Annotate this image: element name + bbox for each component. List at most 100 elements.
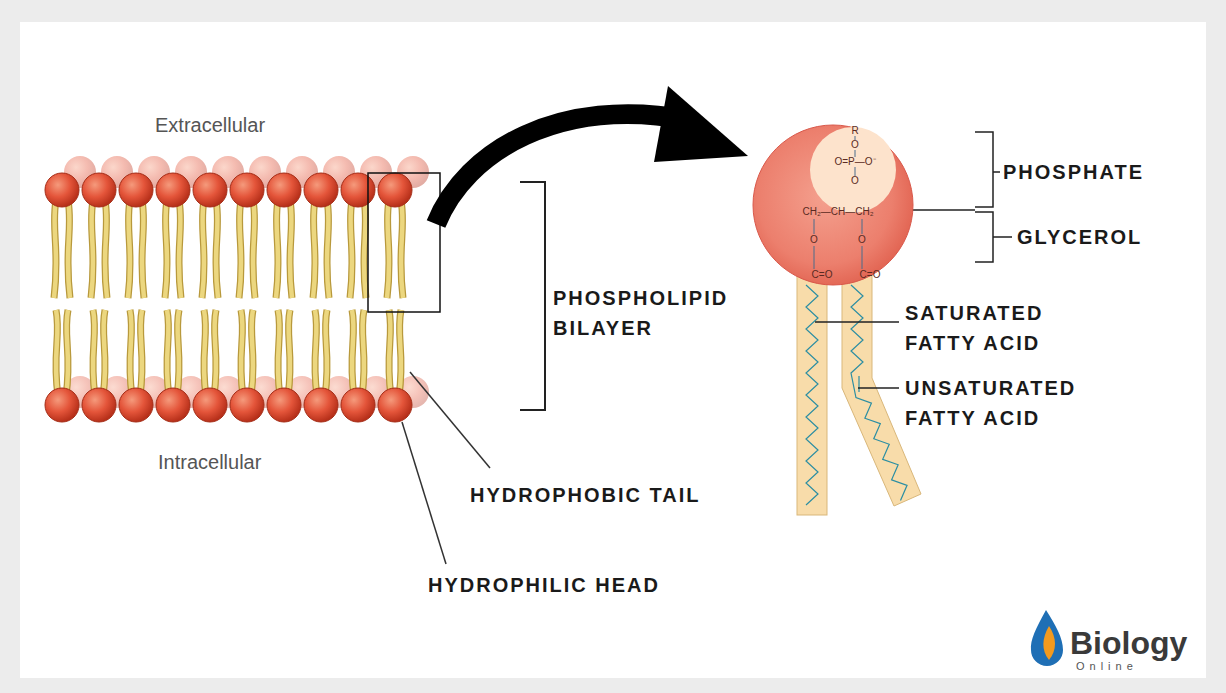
bond-line: [855, 150, 856, 157]
illustration-part: [399, 310, 401, 396]
logo-leaf: [1043, 626, 1055, 660]
illustration-part: [230, 388, 264, 422]
bond-line: [814, 219, 815, 234]
illustration-part: [68, 200, 70, 298]
part-label: PHOSPHATE: [1003, 157, 1144, 187]
illustration-part: [103, 310, 105, 396]
logo-subtext: Online: [1076, 660, 1138, 672]
illustration-part: [93, 310, 95, 396]
illustration-part: [204, 310, 206, 396]
illustration-part: [315, 310, 317, 396]
illustration-part: [362, 310, 364, 396]
illustration-part: [241, 310, 243, 396]
illustration-part: [341, 173, 375, 207]
illustration-part: [267, 388, 301, 422]
chemical-text: R: [851, 126, 858, 136]
illustration-part: [54, 200, 56, 298]
illustration-part: [56, 310, 58, 396]
illustration-part: [68, 200, 70, 298]
illustration-part: [130, 310, 132, 396]
chemical-text: O: [851, 140, 859, 150]
illustration-part: [327, 200, 329, 298]
illustration-part: [177, 310, 179, 396]
illustration-part: [140, 310, 142, 396]
illustration-part: [290, 200, 292, 298]
chemical-text: O: [810, 235, 818, 245]
illustration-part: [325, 310, 327, 396]
illustration-part: [253, 200, 255, 298]
illustration-part: [313, 200, 315, 298]
illustration-part: [267, 173, 301, 207]
illustration-part: [352, 310, 354, 396]
arrow-head: [654, 86, 748, 162]
illustration-part: [364, 200, 366, 298]
circle-shape: [753, 125, 913, 285]
illustration-part: [350, 200, 352, 298]
illustration-part: [858, 376, 859, 392]
region-label: Intracellular: [158, 447, 261, 477]
fatty-acid-tails: [797, 270, 921, 515]
illustration-part: [230, 173, 264, 207]
illustration-part: [239, 200, 241, 298]
illustration-part: [239, 200, 241, 298]
illustration-part: [288, 310, 290, 396]
chemical-text: O=P—O⁻: [834, 157, 875, 167]
chemical-text: O: [858, 235, 866, 245]
leader-line: [858, 387, 899, 389]
illustration-part: [193, 173, 227, 207]
leader-line: [912, 209, 975, 211]
illustration-part: [327, 200, 329, 298]
part-label: HYDROPHOBIC TAIL: [470, 480, 701, 510]
leader-line: [815, 321, 899, 323]
illustration-part: [66, 310, 68, 396]
illustration-part: [177, 310, 179, 396]
illustration-part: [82, 173, 116, 207]
illustration-part: [167, 310, 169, 396]
illustration-part: [290, 200, 292, 298]
illustration-part: [119, 173, 153, 207]
illustration-part: [142, 200, 144, 298]
illustration-part: [91, 200, 93, 298]
chemical-text: O: [851, 176, 859, 186]
bilayer-illustration: [45, 156, 429, 422]
illustration-part: [325, 310, 327, 396]
illustration-part: [128, 200, 130, 298]
bond-line: [862, 219, 863, 234]
illustration-part: [364, 200, 366, 298]
illustration-part: [288, 310, 290, 396]
phosphate-bracket: [975, 132, 1000, 207]
illustration-part: [387, 200, 389, 298]
circle-shape: [810, 127, 896, 213]
illustration-part: [45, 173, 79, 207]
phospholipid-head-circle: CH₂—CH—CH₂OOC=OC=OROO=P—O⁻O: [753, 125, 913, 285]
illustration-part: [45, 388, 79, 422]
illustration-part: [156, 388, 190, 422]
illustration-part: [165, 200, 167, 298]
illustration-part: [401, 200, 403, 298]
illustration-part: [214, 310, 216, 396]
illustration-part: [278, 310, 280, 396]
illustration-part: [352, 310, 354, 396]
part-label: PHOSPHOLIPID BILAYER: [553, 283, 768, 343]
illustration-part: [204, 310, 206, 396]
part-label: GLYCEROL: [1017, 222, 1142, 252]
illustration-part: [193, 388, 227, 422]
illustration-part: [806, 285, 818, 505]
illustration-part: [276, 200, 278, 298]
illustration-part: [179, 200, 181, 298]
part-label: HYDROPHILIC HEAD: [428, 570, 660, 600]
illustration-part: [389, 310, 391, 396]
illustration-part: [93, 310, 95, 396]
illustration-part: [103, 310, 105, 396]
glycerol-bracket: [975, 212, 1012, 262]
illustration-part: [278, 310, 280, 396]
illustration-part: [389, 310, 391, 396]
illustration-part: [251, 310, 253, 396]
illustration-part: [350, 200, 352, 298]
illustration-part: [315, 310, 317, 396]
illustration-part: [851, 285, 907, 500]
illustration-part: [378, 388, 412, 422]
illustration-part: [216, 200, 218, 298]
